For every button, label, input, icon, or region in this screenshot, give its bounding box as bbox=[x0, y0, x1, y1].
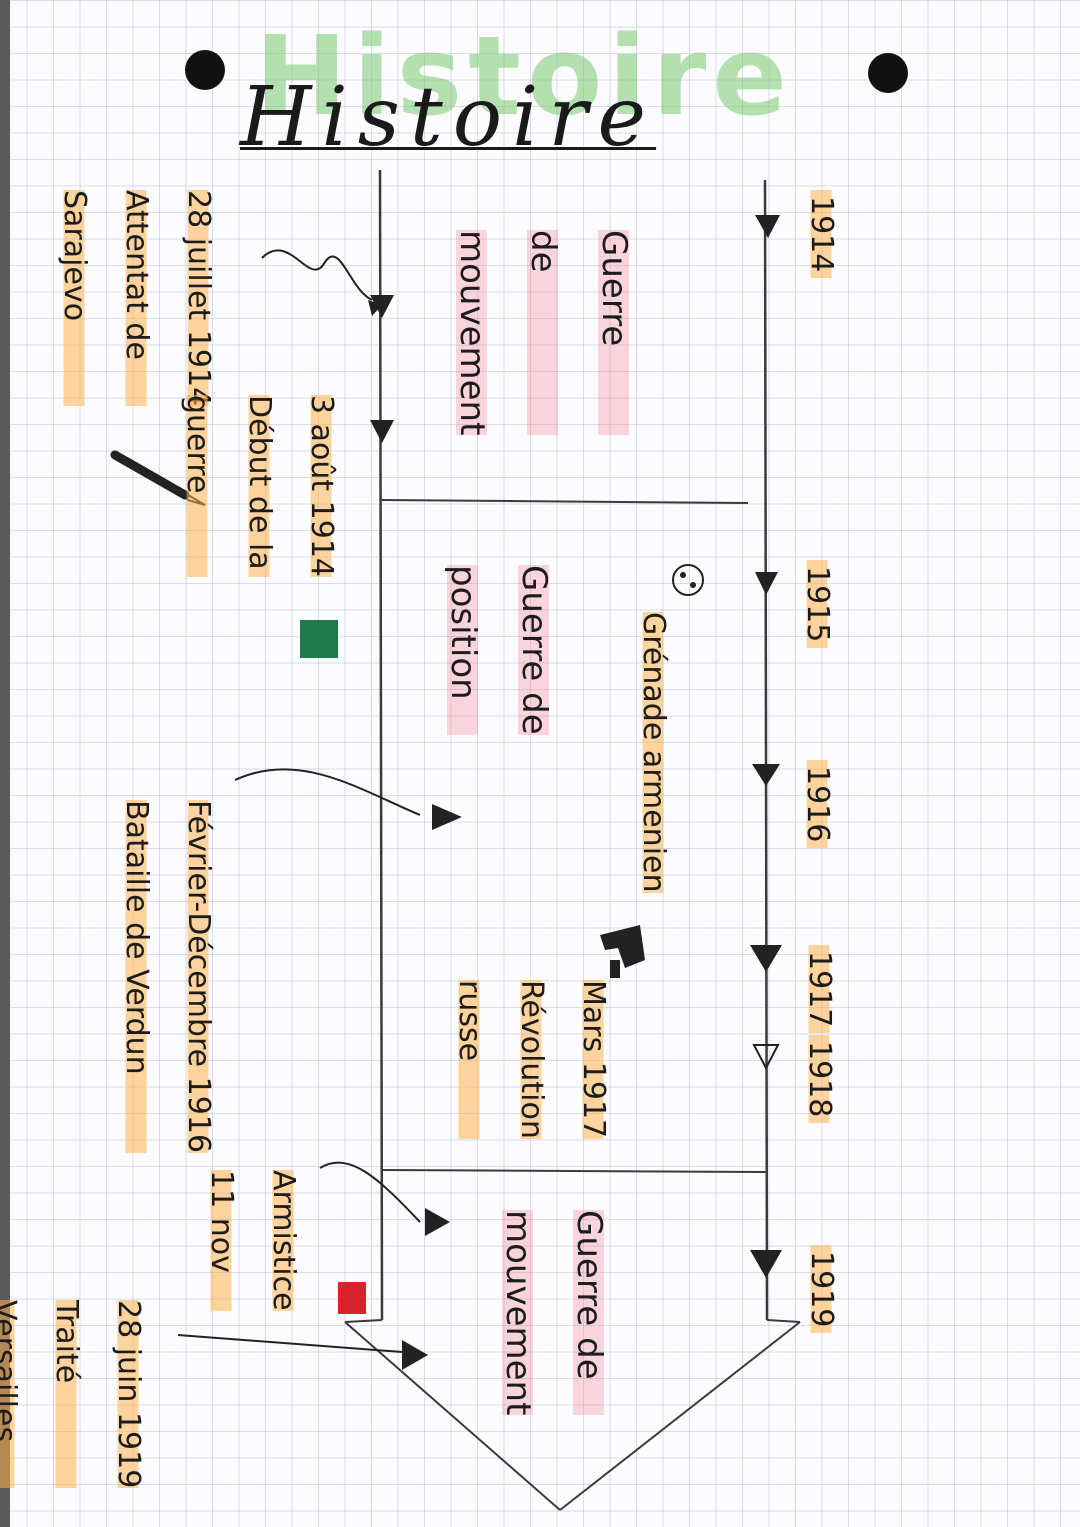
year-label-1915: 1915 bbox=[800, 560, 835, 649]
year-label-1914: 1914 bbox=[804, 190, 839, 279]
year-marker-1917 bbox=[750, 945, 782, 972]
phase-label-mouvement-2: Guerre de mouvement bbox=[497, 1210, 609, 1416]
event-bataille-verdun: Février-Décembre 1916 Bataille de Verdun bbox=[119, 800, 216, 1153]
phase-label-position: Guerre de position bbox=[442, 565, 554, 735]
title-highlight: Histoire bbox=[255, 12, 793, 140]
event-marker-debut bbox=[370, 420, 394, 443]
event-traite-versailles: 28 juin 1919 Traité Versailles bbox=[0, 1300, 175, 1489]
phase-label-mouvement-1: Guerre de mouvement bbox=[451, 230, 634, 436]
punch-hole-right bbox=[868, 53, 908, 93]
event-debut-guerre: 3 août 1914 Début de la guerre bbox=[180, 395, 339, 578]
year-marker-1916 bbox=[752, 764, 780, 786]
year-markers bbox=[750, 215, 782, 1278]
year-marker-1918 bbox=[752, 1044, 780, 1071]
event-revolution-russe: Mars 1917 Révolution russe bbox=[452, 980, 611, 1139]
pistol-icon bbox=[600, 925, 645, 978]
event-attentat-sarajevo: 28 juillet 1914 Attentat de Sarajevo bbox=[57, 190, 216, 407]
year-marker-1919 bbox=[750, 1250, 782, 1278]
year-marker-1915 bbox=[755, 572, 778, 595]
red-marker-square bbox=[338, 1282, 366, 1314]
year-label-1917: 1917 bbox=[802, 945, 837, 1034]
event-armistice: Armistice 11 nov bbox=[204, 1170, 301, 1311]
year-label-1919: 1919 bbox=[804, 1245, 839, 1334]
grenade-icon bbox=[672, 564, 704, 596]
event-grenade-armenien: Grénade armenien bbox=[636, 612, 671, 893]
year-marker-1914 bbox=[755, 215, 780, 238]
green-marker-square bbox=[300, 620, 338, 658]
year-label-1916: 1916 bbox=[800, 760, 835, 849]
punch-hole-left bbox=[185, 50, 225, 90]
page-edge bbox=[0, 0, 10, 1527]
event-marker-attentat bbox=[370, 295, 394, 318]
page-title: Histoire bbox=[240, 70, 657, 165]
year-label-1918: 1918 bbox=[802, 1035, 837, 1124]
